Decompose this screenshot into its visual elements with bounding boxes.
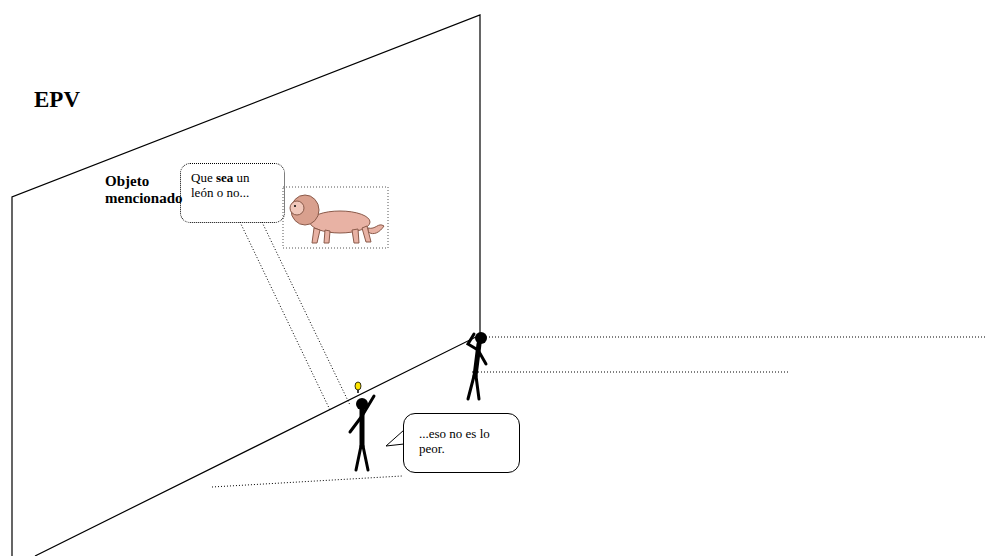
- lion-face: [290, 201, 304, 215]
- plane-outline: [12, 15, 482, 556]
- bubble-tail: [240, 222, 330, 410]
- lion-eye: [294, 205, 296, 207]
- figure-leg: [363, 446, 368, 470]
- speech-word: león: [191, 185, 217, 200]
- plane-node: EPVObjeto mencionadoQue sea un león o no…: [12, 15, 482, 556]
- lion-mane: [291, 195, 319, 225]
- speech-word: sea: [216, 170, 237, 185]
- lion-tail: [368, 225, 384, 234]
- speech-bubble: Que sea un león o no...: [180, 163, 285, 223]
- lightbulb-symbol: [355, 382, 361, 393]
- sight-line: [486, 337, 985, 338]
- bubble-tail: [386, 430, 404, 446]
- speech-text: Que sea un león o no...: [191, 171, 273, 201]
- figure-leg: [468, 376, 474, 399]
- figure-leg: [476, 376, 479, 399]
- figure-arm: [362, 396, 374, 416]
- speech-word: no...: [226, 185, 249, 200]
- speech-bubble: ...eso no es lo peor.: [403, 413, 520, 473]
- figure-arm: [478, 350, 486, 364]
- speech-text: ...eso no es lo peor.: [419, 427, 509, 457]
- figure-arm: [350, 416, 362, 432]
- bubble-tail: [262, 222, 350, 405]
- stick-figure: [350, 396, 374, 470]
- speech-word: un: [237, 170, 250, 185]
- figure-head: [475, 332, 487, 344]
- bulb-base: [357, 390, 359, 393]
- lion-legs: [312, 226, 371, 243]
- lion-illustration: [290, 195, 384, 243]
- speech-word: o: [217, 185, 227, 200]
- stick-figure: [468, 332, 487, 399]
- sight-line: [212, 476, 402, 487]
- speech-word: Que: [191, 170, 216, 185]
- plane-edge: [12, 15, 480, 556]
- bulb-glass: [355, 382, 361, 390]
- plane-title: EPV: [34, 87, 80, 113]
- figure-leg: [356, 446, 361, 470]
- sight-line: [472, 372, 790, 373]
- image-frame: [283, 187, 388, 248]
